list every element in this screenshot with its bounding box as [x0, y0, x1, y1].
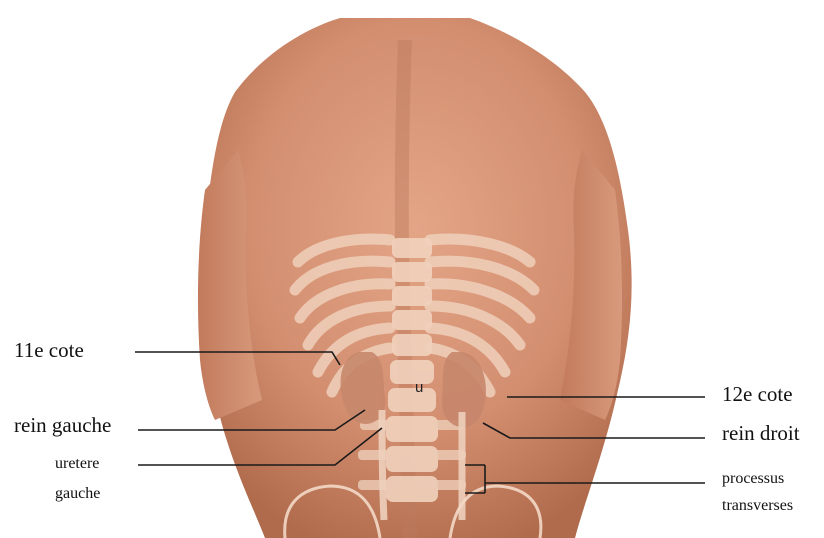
- label-processes-line1: processus: [722, 470, 784, 488]
- label-kidney-right: rein droit: [722, 422, 800, 445]
- label-ureter-left-line1: uretere: [55, 455, 99, 473]
- label-rib12: 12e cote: [722, 383, 793, 406]
- label-ureter-left-line2: gauche: [55, 485, 100, 503]
- label-rib11: 11e cote: [14, 339, 84, 362]
- label-kidney-left: rein gauche: [14, 414, 111, 437]
- label-processes-line2: transverses: [722, 497, 793, 515]
- center-marker-u: u: [415, 380, 423, 397]
- vertebral-column: [386, 238, 438, 502]
